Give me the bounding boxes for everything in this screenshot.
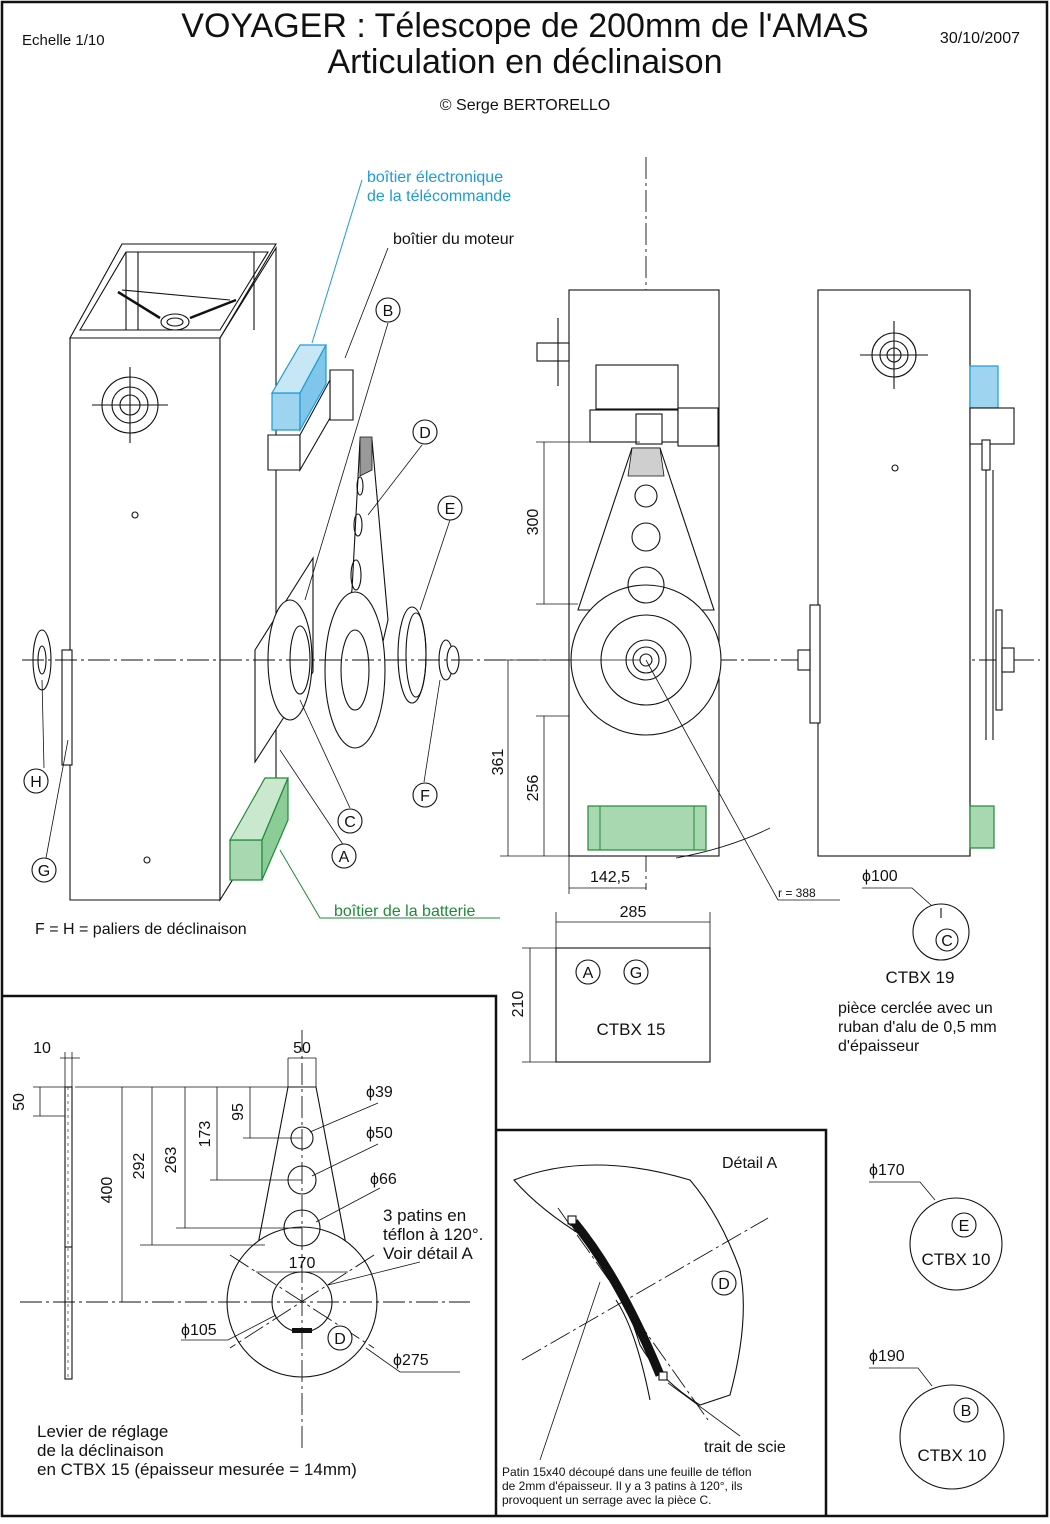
part-d-lever [324,436,389,749]
battery-box [228,777,289,881]
subtitle: Articulation en déclinaison [327,43,722,81]
svg-text:A: A [339,849,350,866]
dim-256: 256 [525,775,542,802]
dim-50-top: 50 [293,1040,311,1057]
battery-front [587,805,707,851]
dim-95: 95 [230,1103,247,1121]
electronics-box-label-1: boîtier électronique [367,169,503,186]
dim-173: 173 [197,1121,214,1148]
label-h: H [23,768,49,794]
date-label: 30/10/2007 [940,30,1020,47]
part-c-note-2: ruban d'alu de 0,5 mm [838,1019,997,1036]
svg-text:G: G [38,863,50,880]
lever-label-d: D [334,1331,346,1348]
part-c-diameter: ϕ100 [862,868,898,885]
svg-text:D: D [419,425,431,442]
detail-panel-border [496,1128,828,1516]
electronics-side [969,365,999,409]
radius-label: r = 388 [778,886,816,900]
part-c-note-3: d'épaisseur [838,1038,920,1055]
label-e: E [437,495,463,521]
front-view: r = 388 300 361 256 142,5 [490,157,840,901]
bore-105: ϕ105 [181,1322,217,1339]
lever-caption-1: Levier de réglage [37,1422,168,1441]
label-f: F [412,782,438,808]
part-e-diameter: ϕ170 [869,1162,905,1179]
battery-side [969,805,995,849]
plate-material: CTBX 15 [597,1020,666,1039]
part-e-detail: ϕ170 E CTBX 10 [869,1162,1003,1291]
part-e-label: E [959,1218,970,1235]
dim-292: 292 [131,1153,148,1180]
exploded-view: B D E F C A H G boîtier électronique de … [22,169,1040,938]
dim-50-side: 50 [11,1093,28,1111]
pads-note-2: téflon à 120°. [383,1225,483,1244]
part-c-label: C [941,933,953,950]
side-view [797,289,1015,857]
svg-text:E: E [445,501,456,518]
pads-note-1: 3 patins en [383,1206,466,1225]
pad-note-2: de 2mm d'épaisseur. Il y a 3 patins à 12… [502,1479,743,1493]
outer-275: ϕ275 [393,1352,429,1369]
tube-body [32,243,277,902]
plate-label-g: G [630,965,642,982]
dim-210: 210 [510,991,527,1018]
dim-142-5: 142,5 [590,869,630,886]
hole-39: ϕ39 [366,1084,393,1101]
part-c-material: CTBX 19 [886,968,955,987]
part-b-label: B [961,1403,972,1420]
svg-text:C: C [344,814,356,831]
battery-box-label: boîtier de la batterie [334,903,476,920]
scale-label: Echelle 1/10 [22,32,105,49]
detail-label-d: D [718,1276,730,1293]
plate-label-a: A [583,965,594,982]
electronics-box [270,344,328,433]
pad-note-3: provoquent un serrage avec la pièce C. [502,1493,711,1507]
lever-d-drawing: 10 50 50 400 292 263 173 [11,1030,483,1479]
detail-a-title: Détail A [722,1155,777,1172]
part-b-material: CTBX 10 [918,1446,987,1465]
lever-caption-3: en CTBX 15 (épaisseur mesurée = 14mm) [37,1460,357,1479]
part-b-detail: ϕ190 B CTBX 10 [869,1348,1005,1490]
label-d: D [412,419,438,445]
lever-caption-2: de la déclinaison [37,1441,164,1460]
label-g: G [31,857,57,883]
motor-box [267,369,354,473]
main-title: VOYAGER : Télescope de 200mm de l'AMAS [181,7,868,45]
title-block: Echelle 1/10 VOYAGER : Télescope de 200m… [22,7,1020,114]
bearings-note: F = H = paliers de déclinaison [35,921,247,938]
part-e-material: CTBX 10 [922,1250,991,1269]
dim-300: 300 [525,509,542,536]
copyright: © Serge BERTORELLO [440,97,610,114]
pads-note-3: Voir détail A [383,1244,473,1263]
label-b: B [375,297,401,323]
dim-285: 285 [620,904,647,921]
dim-263: 263 [163,1147,180,1174]
hole-50: ϕ50 [366,1125,393,1142]
label-a: A [331,843,357,869]
dim-10: 10 [33,1040,51,1057]
part-c-note-1: pièce cerclée avec un [838,1000,993,1017]
lever-panel-border [2,994,498,1516]
hole-66: ϕ66 [370,1171,397,1188]
part-c-detail: ϕ100 C CTBX 19 pièce cerclée avec un rub… [838,868,997,1055]
motor-box-label: boîtier du moteur [393,231,515,248]
label-c: C [337,808,363,834]
saw-cut-label: trait de scie [704,1439,786,1456]
svg-text:B: B [383,303,394,320]
ctbx15-plate: 285 210 A G CTBX 15 [510,904,711,1063]
electronics-box-label-2: de la télécommande [367,188,511,205]
detail-a: Détail A D trait de scie Patin 15x40 déc… [502,1155,786,1507]
svg-text:F: F [420,788,430,805]
dim-400: 400 [99,1177,116,1204]
pad-note-1: Patin 15x40 découpé dans une feuille de … [502,1465,752,1479]
dim-361: 361 [490,749,507,776]
svg-text:H: H [30,774,42,791]
part-b-diameter: ϕ190 [869,1348,905,1365]
dim-170: 170 [289,1255,316,1272]
